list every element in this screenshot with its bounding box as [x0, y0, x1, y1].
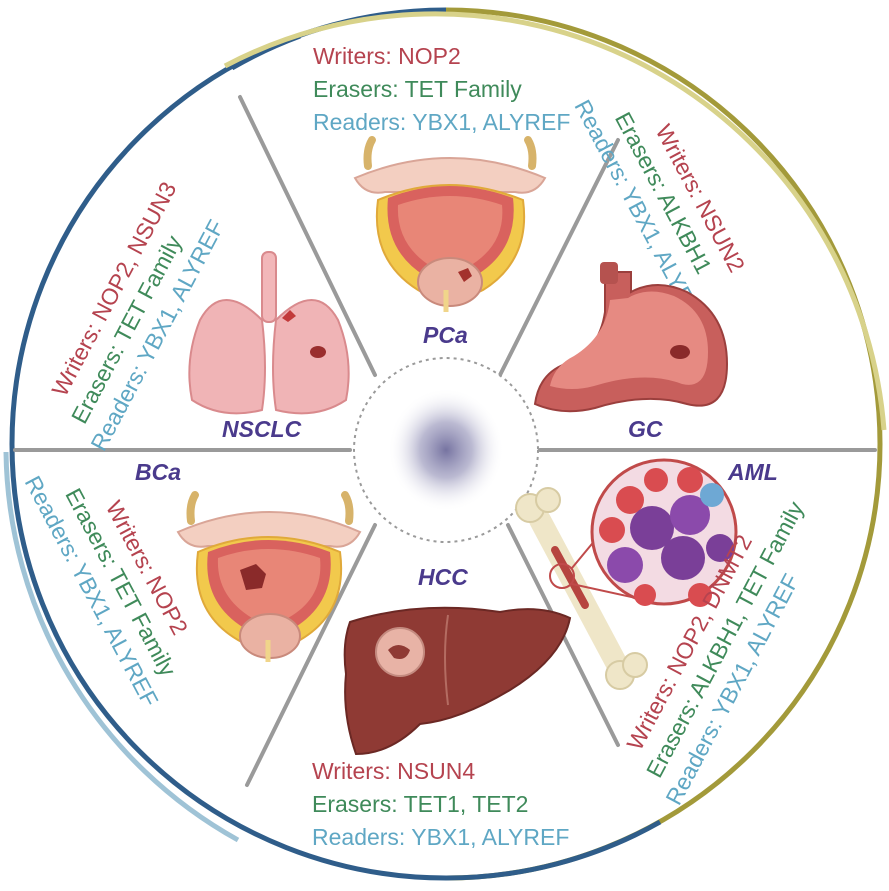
pca-writers: Writers: NOP2 — [313, 43, 461, 69]
hcc-label: HCC — [418, 564, 468, 590]
nsclc-label: NSCLC — [222, 416, 302, 442]
center-hub — [353, 357, 539, 543]
ring-arc-light-blue — [3, 451, 240, 843]
pca-readers: Readers: YBX1, ALYREF — [313, 109, 570, 135]
bladder-prostate-icon — [353, 136, 547, 312]
ring-arc-light-gold — [223, 11, 887, 431]
stomach-icon — [533, 262, 729, 413]
bone-marrow-cells-icon — [515, 458, 738, 690]
liver-icon — [343, 606, 572, 756]
divider-upper-left — [238, 95, 377, 377]
ring-arc-blue-bottom — [445, 819, 662, 881]
pca-erasers: Erasers: TET Family — [313, 76, 522, 102]
spoke-dividers — [13, 95, 877, 787]
gc-label: GC — [628, 416, 663, 442]
pca-label: PCa — [423, 322, 468, 348]
sector-bca: BCa Writers: NOP2 Erasers: TET Family Re… — [20, 459, 362, 711]
lungs-icon — [188, 251, 350, 415]
bca-label: BCa — [135, 459, 181, 485]
sector-hcc: HCC Writers: NSUN4 Erasers: TET1, TET2 R… — [312, 564, 572, 850]
divider-upper-right — [498, 138, 620, 377]
sector-pca: Writers: NOP2 Erasers: TET Family Reader… — [313, 43, 570, 348]
hcc-readers: Readers: YBX1, ALYREF — [312, 824, 569, 850]
ring-arc-blue-top — [230, 33, 301, 71]
hcc-erasers: Erasers: TET1, TET2 — [312, 791, 528, 817]
divider-lower-left — [245, 523, 377, 787]
bladder-tumor-icon — [176, 491, 362, 662]
hcc-writers: Writers: NSUN4 — [312, 758, 475, 784]
outer-ring — [3, 7, 887, 881]
aml-label: AML — [727, 459, 778, 485]
